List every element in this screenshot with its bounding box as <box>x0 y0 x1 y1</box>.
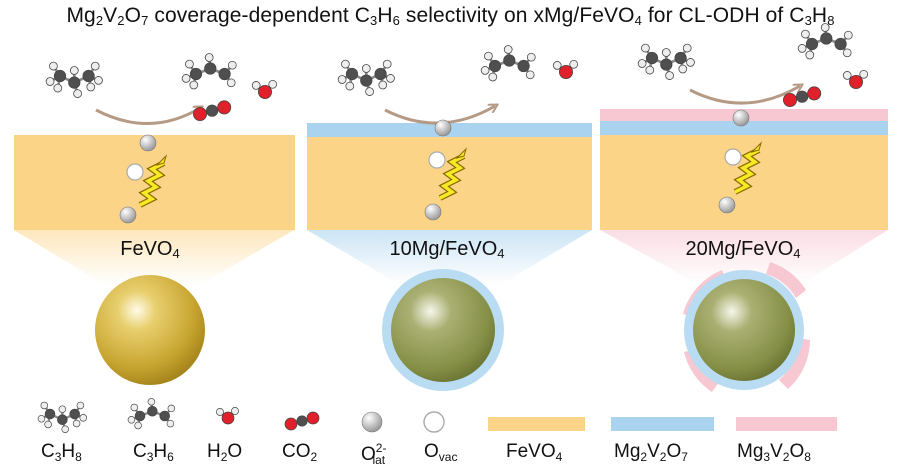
water-molecule <box>251 79 278 99</box>
legend-oxygen-vacancy-icon <box>423 411 445 433</box>
mg2v2o7-layer <box>600 121 888 135</box>
propylene-molecule <box>480 45 536 82</box>
lattice-oxygen <box>139 134 157 152</box>
panel-label-20mg-fevo4: 20Mg/FeVO4 <box>685 238 801 261</box>
legend-mg3v2o8-swatch <box>736 417 837 431</box>
propylene-molecule <box>181 53 237 90</box>
legend-co2-label: CO2 <box>282 441 318 464</box>
lattice-oxygen <box>119 206 137 224</box>
co2-molecule <box>783 86 822 107</box>
figure-title: Mg2V2O7 coverage-dependent C3H6 selectiv… <box>66 4 835 28</box>
lattice-oxygen <box>732 109 750 127</box>
legend-mg3v2o8-label: Mg3V2O8 <box>737 441 811 464</box>
legend-c3h6-label: C3H6 <box>133 441 174 464</box>
legend-c3h8-label: C3H8 <box>41 441 82 464</box>
water-molecule <box>552 59 579 79</box>
water-molecule <box>842 69 869 89</box>
fevo4-core <box>693 279 795 381</box>
legend-fevo4-label: FeVO4 <box>506 441 563 464</box>
co2-molecule <box>193 100 232 121</box>
lattice-oxygen <box>718 196 736 214</box>
panel-20mg-fevo4 <box>600 109 888 285</box>
legend-ovac-label: Ovac <box>424 441 458 464</box>
legend-h2o-label: H2O <box>207 441 243 464</box>
legend-propane-icon <box>37 401 88 433</box>
panel-fevo4 <box>14 135 295 285</box>
legend-mg2v2o7-swatch <box>611 417 714 431</box>
legend-co2-icon <box>284 411 320 431</box>
legend-fevo4-swatch <box>488 417 585 431</box>
propane-molecule <box>637 43 695 80</box>
lattice-oxygen <box>434 119 452 137</box>
propane-molecule <box>45 61 103 98</box>
legend-lattice-oxygen-icon <box>361 411 383 433</box>
panel-label-fevo4: FeVO4 <box>120 238 180 261</box>
propylene-molecule <box>797 23 853 60</box>
panel-label-10mg-fevo4: 10Mg/FeVO4 <box>389 238 505 261</box>
fevo4-core <box>391 278 495 382</box>
panel-10mg-fevo4 <box>307 123 592 285</box>
propane-molecule <box>337 59 395 96</box>
fan-shadow <box>307 230 592 285</box>
legend-olat-label: O2-lat <box>361 441 387 467</box>
oxygen-vacancy <box>724 148 742 166</box>
fevo4-particle <box>95 275 205 385</box>
legend-propylene-icon <box>127 397 176 430</box>
legend-mg2v2o7-label: Mg2V2O7 <box>614 441 688 464</box>
reaction-arrow <box>689 86 800 105</box>
oxygen-vacancy <box>126 163 144 181</box>
fan-shadow <box>600 230 888 285</box>
reaction-arrow <box>95 108 200 125</box>
legend-water-icon <box>216 407 239 425</box>
lattice-oxygen <box>424 203 442 221</box>
oxygen-vacancy <box>428 151 446 169</box>
fan-shadow <box>14 230 294 285</box>
